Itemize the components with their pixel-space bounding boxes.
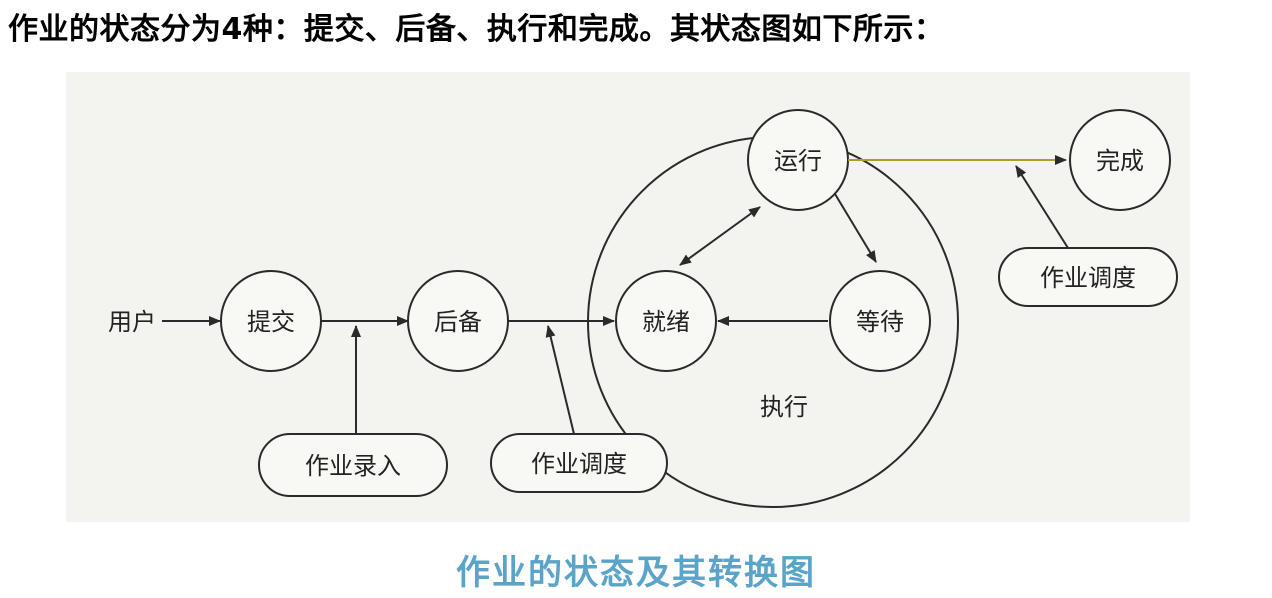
box-job-schedule-1-label: 作业调度 <box>531 450 627 478</box>
state-waiting-circle <box>829 270 931 372</box>
arrow-running-to-waiting <box>834 193 877 263</box>
execute-label: 执行 <box>760 393 808 421</box>
arrow-job-schedule-1 <box>545 325 575 435</box>
state-done-label: 完成 <box>1096 147 1144 175</box>
box-job-schedule-1 <box>490 433 668 493</box>
box-job-entry-label: 作业录入 <box>305 452 401 480</box>
box-job-schedule-2-label: 作业调度 <box>1040 264 1136 292</box>
page-heading: 作业的状态分为4种：提交、后备、执行和完成。其状态图如下所示： <box>8 12 945 47</box>
arrow-job-schedule-2 <box>1015 165 1069 249</box>
state-backup-label: 后备 <box>434 308 482 336</box>
state-submit-label: 提交 <box>247 308 295 336</box>
state-running-label: 运行 <box>774 147 822 175</box>
state-ready-circle <box>615 270 717 372</box>
state-done-circle <box>1069 109 1171 211</box>
state-waiting-label: 等待 <box>856 308 904 336</box>
diagram-caption: 作业的状态及其转换图 <box>456 553 816 593</box>
arrow-ready-running <box>679 206 761 266</box>
user-label: 用户 <box>108 308 156 336</box>
state-ready-label: 就绪 <box>642 308 690 336</box>
box-job-schedule-2 <box>998 247 1178 307</box>
box-job-entry <box>258 433 448 497</box>
state-diagram-svg: 用户 提交 作业录入 后备 作业调度 就绪 运行 等待 <box>108 109 1178 508</box>
state-diagram: 用户 提交 作业录入 后备 作业调度 就绪 运行 等待 <box>66 72 1190 522</box>
